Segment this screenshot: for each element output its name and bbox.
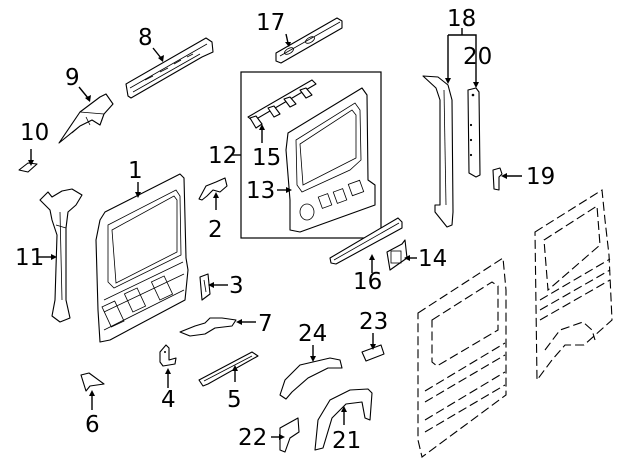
- callout-14[interactable]: 14: [418, 246, 447, 272]
- part-18-pillar[interactable]: [422, 75, 454, 228]
- part-4-l-bracket[interactable]: [159, 344, 177, 367]
- callout-22[interactable]: 22: [238, 425, 267, 451]
- part-14-bracket[interactable]: [386, 239, 408, 271]
- callout-2[interactable]: 2: [208, 217, 223, 243]
- part-16-lower-rail[interactable]: [329, 217, 403, 265]
- part-24-wheelhouse-inner[interactable]: [279, 357, 343, 400]
- part-15-hanger-rail[interactable]: [247, 79, 317, 129]
- part-10-clip[interactable]: [18, 162, 38, 173]
- part-5-floor-rail[interactable]: [198, 351, 259, 387]
- callout-19[interactable]: 19: [526, 164, 555, 190]
- part-21-wheelhouse-outer[interactable]: [314, 388, 373, 451]
- reference-panel-outer-front: [417, 257, 507, 458]
- part-17-upper-rail[interactable]: [275, 17, 343, 64]
- callout-1[interactable]: 1: [128, 158, 143, 184]
- part-23-bracket[interactable]: [361, 344, 385, 362]
- callout-18[interactable]: 18: [447, 6, 476, 32]
- part-7-reinforcement[interactable]: [179, 317, 237, 337]
- callout-5[interactable]: 5: [227, 387, 242, 413]
- callout-8[interactable]: 8: [138, 25, 153, 51]
- part-3-bracket[interactable]: [199, 273, 211, 301]
- callout-21[interactable]: 21: [332, 428, 361, 454]
- callout-10[interactable]: 10: [20, 120, 49, 146]
- callout-3[interactable]: 3: [229, 273, 244, 299]
- callout-15[interactable]: 15: [252, 145, 281, 171]
- callout-17[interactable]: 17: [256, 10, 285, 36]
- callout-20[interactable]: 20: [463, 44, 492, 70]
- callouts: 1 2 3 4 5 6 7 8 9 10 11 12 13 14 15 16 1…: [15, 6, 555, 454]
- part-9-pillar-reinforcement[interactable]: [58, 93, 114, 144]
- part-8-roof-rail[interactable]: [125, 37, 214, 99]
- callout-12[interactable]: 12: [208, 143, 237, 169]
- callout-24[interactable]: 24: [298, 321, 327, 347]
- callout-13[interactable]: 13: [246, 178, 275, 204]
- part-11-b-pillar[interactable]: [39, 188, 83, 323]
- part-6-gusset[interactable]: [80, 372, 105, 392]
- part-1-side-panel-inner[interactable]: [95, 173, 189, 343]
- callout-6[interactable]: 6: [85, 412, 100, 438]
- part-19-clip[interactable]: [492, 167, 503, 191]
- part-22-bracket[interactable]: [279, 417, 300, 453]
- arrowheads: [28, 42, 507, 440]
- callout-23[interactable]: 23: [359, 309, 388, 335]
- callout-7[interactable]: 7: [258, 311, 273, 337]
- part-20-pillar-inner[interactable]: [467, 87, 481, 178]
- callout-16[interactable]: 16: [353, 269, 382, 295]
- part-13-side-panel-rear[interactable]: [285, 87, 376, 233]
- reference-panel-outer-rear: [534, 189, 613, 382]
- callout-9[interactable]: 9: [65, 65, 80, 91]
- callout-4[interactable]: 4: [161, 387, 176, 413]
- leader-lines: [30, 28, 522, 438]
- callout-11[interactable]: 11: [15, 245, 44, 271]
- part-2-bracket[interactable]: [198, 177, 228, 201]
